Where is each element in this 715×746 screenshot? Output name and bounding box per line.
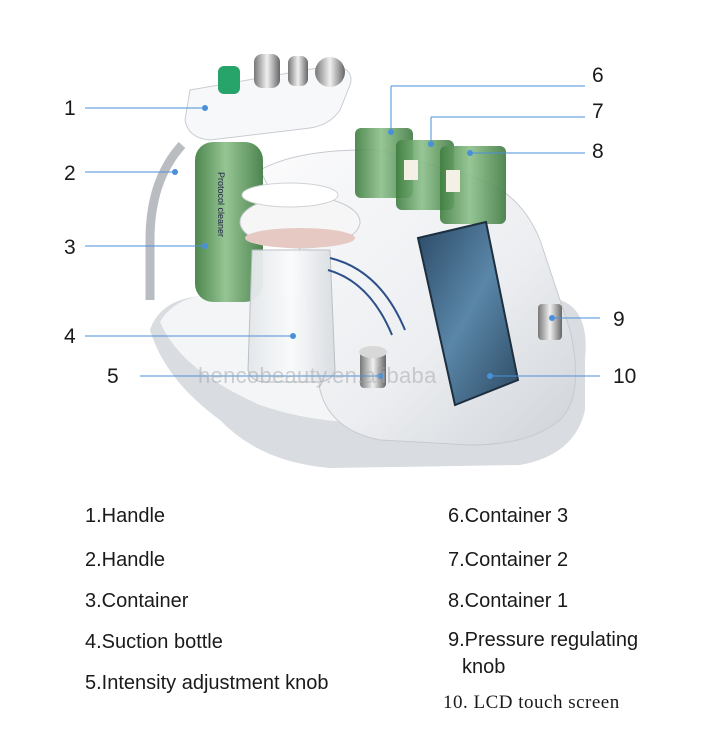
legend-item-6: 6.Container 3	[448, 506, 568, 526]
legend-item-3: 3.Container	[85, 591, 188, 611]
callout-7: 7	[592, 101, 604, 122]
intensity-knob-top	[359, 346, 387, 358]
watermark: hencobeauty.en.alibaba	[198, 363, 437, 389]
callout-10: 10	[613, 366, 636, 387]
container-1-sticker	[446, 170, 460, 192]
suction-bottle-ring	[245, 228, 355, 248]
legend-item-9: 9.Pressure regulating	[448, 630, 638, 650]
handpiece-4	[315, 57, 345, 87]
legend-item-1: 1.Handle	[85, 506, 165, 526]
legend-item-9-cont: knob	[462, 657, 505, 677]
legend-item-10: 10. LCD touch screen	[443, 693, 620, 712]
legend-item-4: 4.Suction bottle	[85, 632, 223, 652]
bottle-cap	[242, 183, 338, 207]
pressure-knob	[538, 304, 562, 340]
container-2-sticker	[404, 160, 418, 180]
callout-6: 6	[592, 65, 604, 86]
legend-item-7: 7.Container 2	[448, 550, 568, 570]
callout-5: 5	[107, 366, 119, 387]
bottle-label: Protocol cleaner	[216, 172, 226, 237]
legend-item-5: 5.Intensity adjustment knob	[85, 673, 328, 693]
callout-1: 1	[64, 98, 76, 119]
handpiece-3	[288, 56, 308, 86]
callout-9: 9	[613, 309, 625, 330]
handle-hose	[150, 145, 182, 300]
legend-item-8: 8.Container 1	[448, 591, 568, 611]
callout-3: 3	[64, 237, 76, 258]
green-handpiece	[218, 66, 240, 94]
callout-8: 8	[592, 141, 604, 162]
handpiece-2	[254, 54, 280, 88]
legend-item-2: 2.Handle	[85, 550, 165, 570]
callout-4: 4	[64, 326, 76, 347]
callout-2: 2	[64, 163, 76, 184]
